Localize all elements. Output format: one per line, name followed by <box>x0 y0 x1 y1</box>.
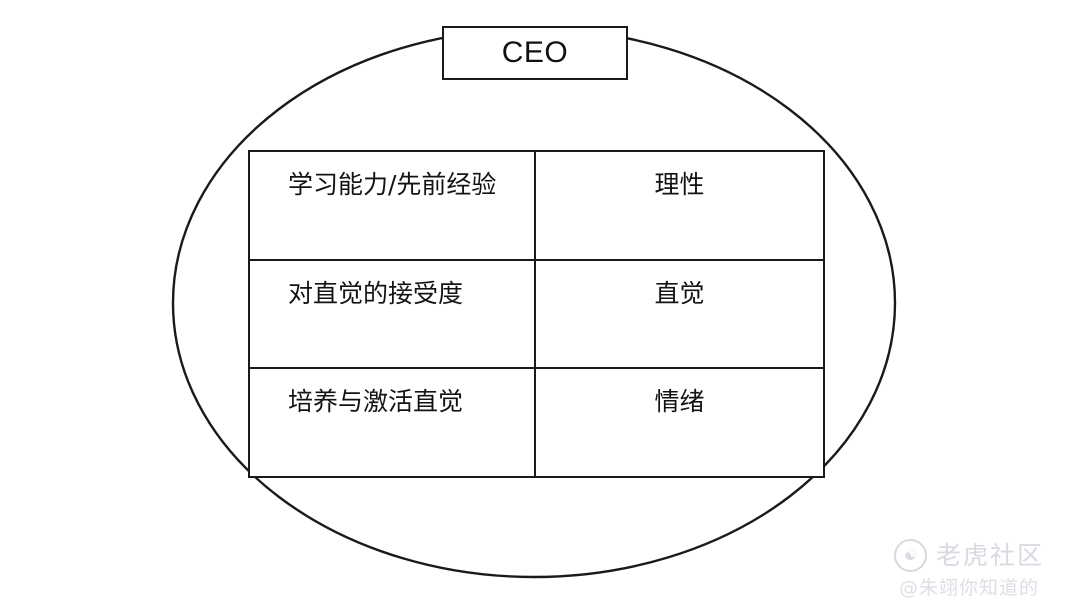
ceo-title-box: CEO <box>442 26 628 80</box>
factor-label: 对直觉的接受度 <box>288 278 464 308</box>
watermark-brand-row: ☯ 老虎社区 <box>874 539 1064 572</box>
watermark: ☯ 老虎社区 @朱翊你知道的 <box>874 539 1064 598</box>
ceo-title-label: CEO <box>501 36 569 69</box>
watermark-brand-label: 老虎社区 <box>935 541 1044 570</box>
watermark-handle-label: @朱翊你知道的 <box>898 577 1039 599</box>
mode-label: 直觉 <box>654 278 705 308</box>
factor-label: 培养与激活直觉 <box>288 387 464 417</box>
mode-label: 理性 <box>654 170 705 199</box>
table-row: 培养与激活直觉 情绪 <box>250 369 823 477</box>
table-cell-factor: 培养与激活直觉 <box>250 369 536 477</box>
table-cell-mode: 情绪 <box>536 369 823 476</box>
factor-label: 学习能力/先前经验 <box>288 170 497 199</box>
mode-label: 情绪 <box>654 387 705 417</box>
table-cell-factor: 对直觉的接受度 <box>250 260 536 368</box>
attributes-table: 学习能力/先前经验 理性 对直觉的接受度 直觉 培养与激活直觉 情绪 <box>248 150 825 478</box>
table-cell-factor: 学习能力/先前经验 <box>250 152 536 259</box>
table-cell-mode: 理性 <box>536 152 823 259</box>
table-row: 对直觉的接受度 直觉 <box>250 260 823 370</box>
table-row: 学习能力/先前经验 理性 <box>250 152 823 261</box>
table-cell-mode: 直觉 <box>536 261 823 368</box>
tiger-logo-icon: ☯ <box>893 539 927 572</box>
